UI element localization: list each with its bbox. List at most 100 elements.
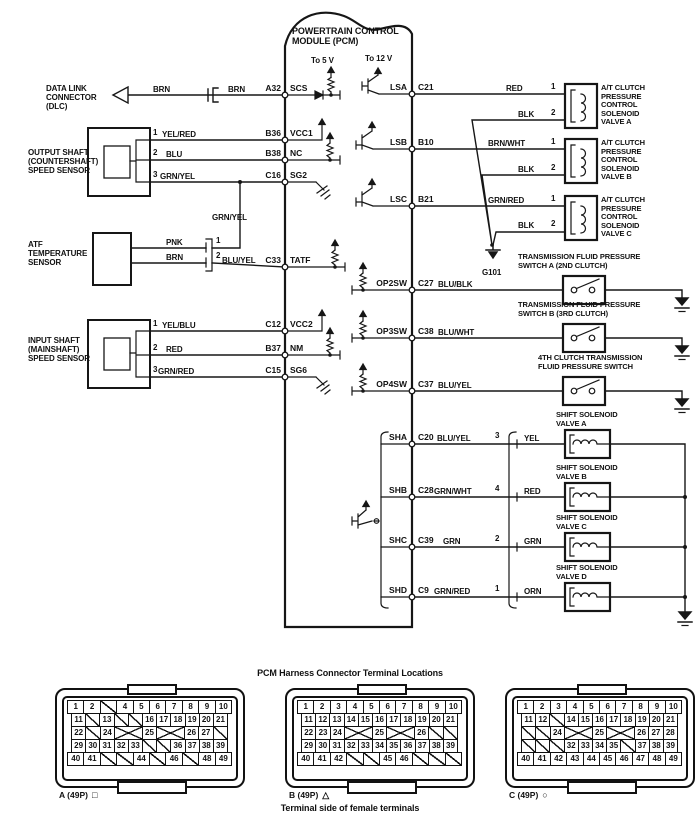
terminal-cell: 41	[83, 752, 101, 766]
wire-label: BLU/BLK	[438, 280, 473, 289]
pin-number: 1	[551, 194, 556, 203]
terminal-cell: 9	[648, 700, 666, 714]
terminal-cell: 33	[127, 739, 143, 753]
pin-terminal: C21	[418, 82, 434, 92]
wire-label: GRN/YEL	[212, 213, 247, 222]
output-shaft-sensor-label: OUTPUT SHAFT (COUNTERSHAFT) SPEED SENSOR	[28, 148, 99, 175]
terminal-cell: 18	[620, 713, 636, 727]
connector-tab	[357, 684, 407, 695]
terminal-cell: 2	[533, 700, 551, 714]
terminal-cell: 35	[386, 739, 402, 753]
switch-b-label: TRANSMISSION FLUID PRESSURE SWITCH B (3R…	[518, 300, 641, 318]
pin-terminal: C20	[418, 432, 434, 442]
terminal-cell: 10	[444, 700, 463, 714]
pin-name: OP4SW	[376, 379, 407, 389]
pin-number: 2	[216, 251, 221, 260]
terminal-cell: 18	[400, 713, 416, 727]
pin-terminal: B37	[265, 343, 281, 353]
pin-terminal: B36	[265, 128, 281, 138]
schematic-art	[87, 11, 693, 629]
pcm-internal-circuitry-left	[284, 65, 346, 395]
terminal-cell: 41	[533, 752, 551, 766]
terminal-cell: 24	[329, 726, 346, 740]
pin-name: OP2SW	[376, 278, 407, 288]
wire-label: BLU/YEL	[222, 256, 256, 265]
pin-name: SCS	[290, 83, 308, 93]
pin-terminal: C39	[418, 535, 434, 545]
terminal-cell: 10	[664, 700, 683, 714]
terminal-cell: 7	[615, 700, 633, 714]
terminal-cell: 5	[362, 700, 381, 714]
pin-terminal: B21	[418, 194, 434, 204]
terminal-cell: 45	[379, 752, 397, 766]
terminal-cell: 12	[315, 713, 331, 727]
terminal-cell: 42	[549, 752, 568, 766]
terminal-cell: 15	[577, 713, 593, 727]
g101-label: G101	[482, 268, 502, 277]
wire-label: GRN/RED	[158, 367, 195, 376]
terminal-cell: 24	[99, 726, 116, 740]
pin-terminal: C38	[418, 326, 434, 336]
atf-sensor-label: ATF TEMPERATURE SENSOR	[28, 240, 88, 267]
pin-terminal: C15	[265, 365, 281, 375]
terminal-cell: 11	[521, 713, 537, 727]
connector-c-label: C (49P)○	[509, 790, 548, 800]
terminal-cell	[116, 752, 134, 766]
pin-terminal: C16	[265, 170, 281, 180]
valve-c-label: A/T CLUTCH PRESSURE CONTROL SOLENOID VAL…	[601, 195, 645, 239]
terminal-cell: 46	[395, 752, 413, 766]
terminal-cell: 25	[371, 726, 388, 740]
shift-a-label: SHIFT SOLENOID VALVE A	[556, 410, 618, 428]
terminal-cell: 29	[71, 739, 87, 753]
terminal-cell: 7	[165, 700, 183, 714]
terminal-cell: 3	[329, 700, 348, 714]
terminal-cell: 27	[648, 726, 664, 740]
terminal-cell	[606, 726, 635, 740]
wire-label: YEL	[524, 434, 540, 443]
terminal-cell: 20	[648, 713, 664, 727]
pin-number: 3	[495, 431, 500, 440]
pin-terminal: C33	[265, 255, 281, 265]
terminal-cell: 12	[535, 713, 551, 727]
terminal-cell: 4	[116, 700, 134, 714]
wire-label: BLK	[518, 110, 535, 119]
terminal-cell: 8	[631, 700, 650, 714]
terminal-cell: 6	[149, 700, 167, 714]
terminal-cell: 26	[633, 726, 650, 740]
pin-name: SHD	[389, 585, 407, 595]
terminal-cell	[549, 713, 565, 727]
pin-number: 1	[216, 236, 221, 245]
pin-terminal: C9	[418, 585, 429, 595]
pin-terminal: A32	[265, 83, 281, 93]
terminal-cell: 49	[214, 752, 233, 766]
pin-name: SG2	[290, 170, 308, 180]
terminal-cell: 40	[297, 752, 315, 766]
wire-label: RED	[524, 487, 541, 496]
valve-a-label: A/T CLUTCH PRESSURE CONTROL SOLENOID VAL…	[601, 83, 645, 127]
pin-terminal: C12	[265, 319, 281, 329]
terminal-cell: 30	[315, 739, 331, 753]
terminal-cell	[113, 713, 129, 727]
terminal-cell: 26	[183, 726, 200, 740]
terminal-cell: 44	[132, 752, 151, 766]
terminal-cell: 30	[85, 739, 101, 753]
terminal-cell	[521, 739, 537, 753]
terminal-cell: 21	[212, 713, 229, 727]
connector-shell-inner	[512, 696, 688, 781]
terminal-cell: 39	[442, 739, 459, 753]
atf-sensor-symbol	[92, 232, 286, 286]
pin-name: LSA	[390, 82, 407, 92]
terminal-cell: 32	[563, 739, 579, 753]
terminal-cell	[620, 739, 636, 753]
wire-label: GRN	[443, 537, 461, 546]
terminal-cell: 45	[599, 752, 617, 766]
pin-name: SG6	[290, 365, 308, 375]
terminal-cell: 43	[566, 752, 584, 766]
terminal-cell: 23	[315, 726, 331, 740]
junction-dots	[238, 93, 687, 599]
wire-label: ORN	[524, 587, 542, 596]
